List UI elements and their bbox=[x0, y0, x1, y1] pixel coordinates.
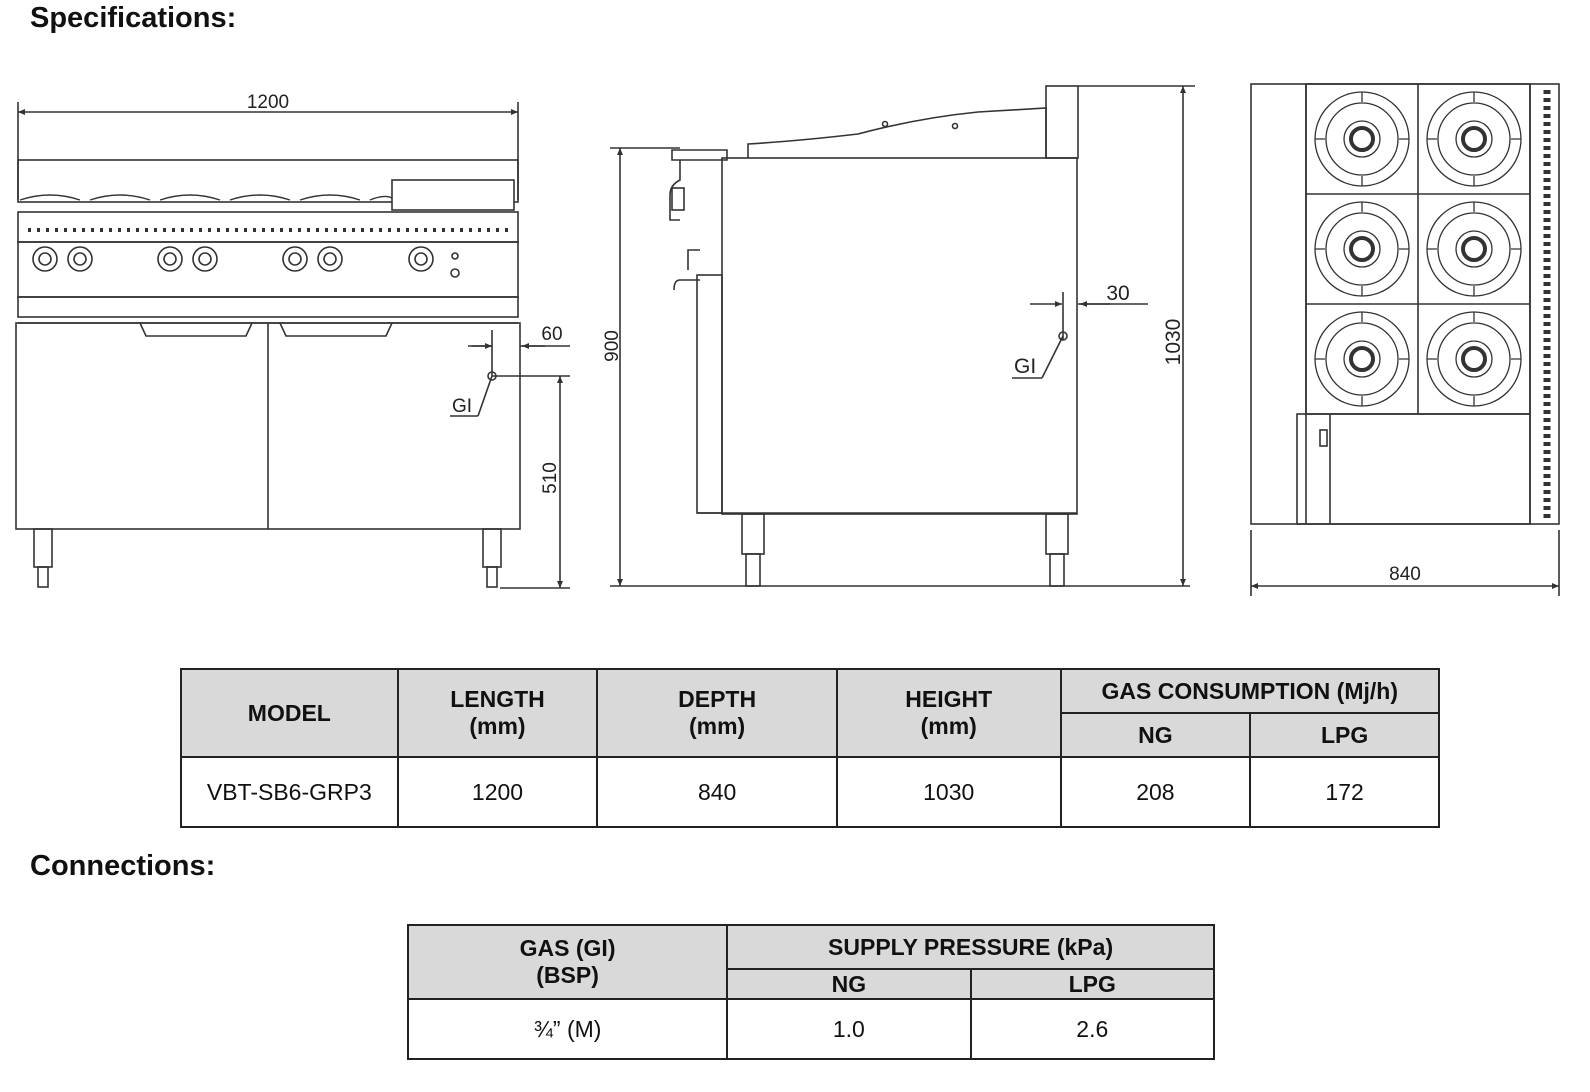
header-lpg: LPG bbox=[969, 968, 1216, 1000]
cell-ng: 208 bbox=[1059, 756, 1252, 828]
cell-length: 1200 bbox=[396, 756, 599, 828]
header-gas-consumption: GAS CONSUMPTION (Mj/h) bbox=[1059, 668, 1441, 714]
top-depth-dim: 840 bbox=[1389, 564, 1421, 585]
table-row: ¾” (M) 1.0 2.6 bbox=[406, 998, 1216, 1060]
cell-height: 1030 bbox=[835, 756, 1062, 828]
header-ng: NG bbox=[1059, 712, 1252, 758]
side-view: 900 1030 30 GI bbox=[602, 85, 1195, 587]
cell-depth: 840 bbox=[596, 756, 838, 828]
technical-drawing: 1200 60 GI bbox=[15, 83, 1560, 596]
front-gas-label: GI bbox=[452, 396, 472, 417]
header-ng: NG bbox=[726, 968, 972, 1000]
front-gas-height-dim: 510 bbox=[540, 462, 561, 494]
specifications-table: MODEL LENGTH(mm) DEPTH(mm) HEIGHT(mm) GA… bbox=[180, 668, 1441, 828]
top-view: 840 bbox=[1250, 83, 1560, 596]
cell-gas: ¾” (M) bbox=[406, 998, 729, 1060]
side-body-height-dim: 900 bbox=[602, 330, 623, 362]
cell-model: VBT-SB6-GRP3 bbox=[180, 756, 399, 828]
front-view: 1200 60 GI bbox=[15, 92, 570, 589]
front-gas-offset-dim: 60 bbox=[541, 324, 562, 345]
side-gas-label: GI bbox=[1014, 355, 1036, 378]
connections-heading: Connections: bbox=[30, 850, 216, 882]
side-total-height-dim: 1030 bbox=[1162, 319, 1185, 366]
header-height: HEIGHT(mm) bbox=[835, 668, 1062, 758]
front-width-dim: 1200 bbox=[247, 92, 289, 113]
side-gas-offset-dim: 30 bbox=[1106, 282, 1129, 305]
cell-lpg: 2.6 bbox=[969, 998, 1216, 1060]
cell-ng: 1.0 bbox=[726, 998, 972, 1060]
header-gas-gi: GAS (GI)(BSP) bbox=[406, 924, 729, 1000]
cell-lpg: 172 bbox=[1249, 756, 1440, 828]
header-depth: DEPTH(mm) bbox=[596, 668, 838, 758]
header-lpg: LPG bbox=[1249, 712, 1440, 758]
header-model: MODEL bbox=[180, 668, 399, 758]
header-supply-pressure: SUPPLY PRESSURE (kPa) bbox=[726, 924, 1215, 970]
specifications-heading: Specifications: bbox=[30, 2, 237, 34]
header-length: LENGTH(mm) bbox=[396, 668, 599, 758]
connections-table: GAS (GI)(BSP) SUPPLY PRESSURE (kPa) NG L… bbox=[406, 924, 1216, 1060]
table-row: VBT-SB6-GRP3 1200 840 1030 208 172 bbox=[180, 756, 1440, 828]
